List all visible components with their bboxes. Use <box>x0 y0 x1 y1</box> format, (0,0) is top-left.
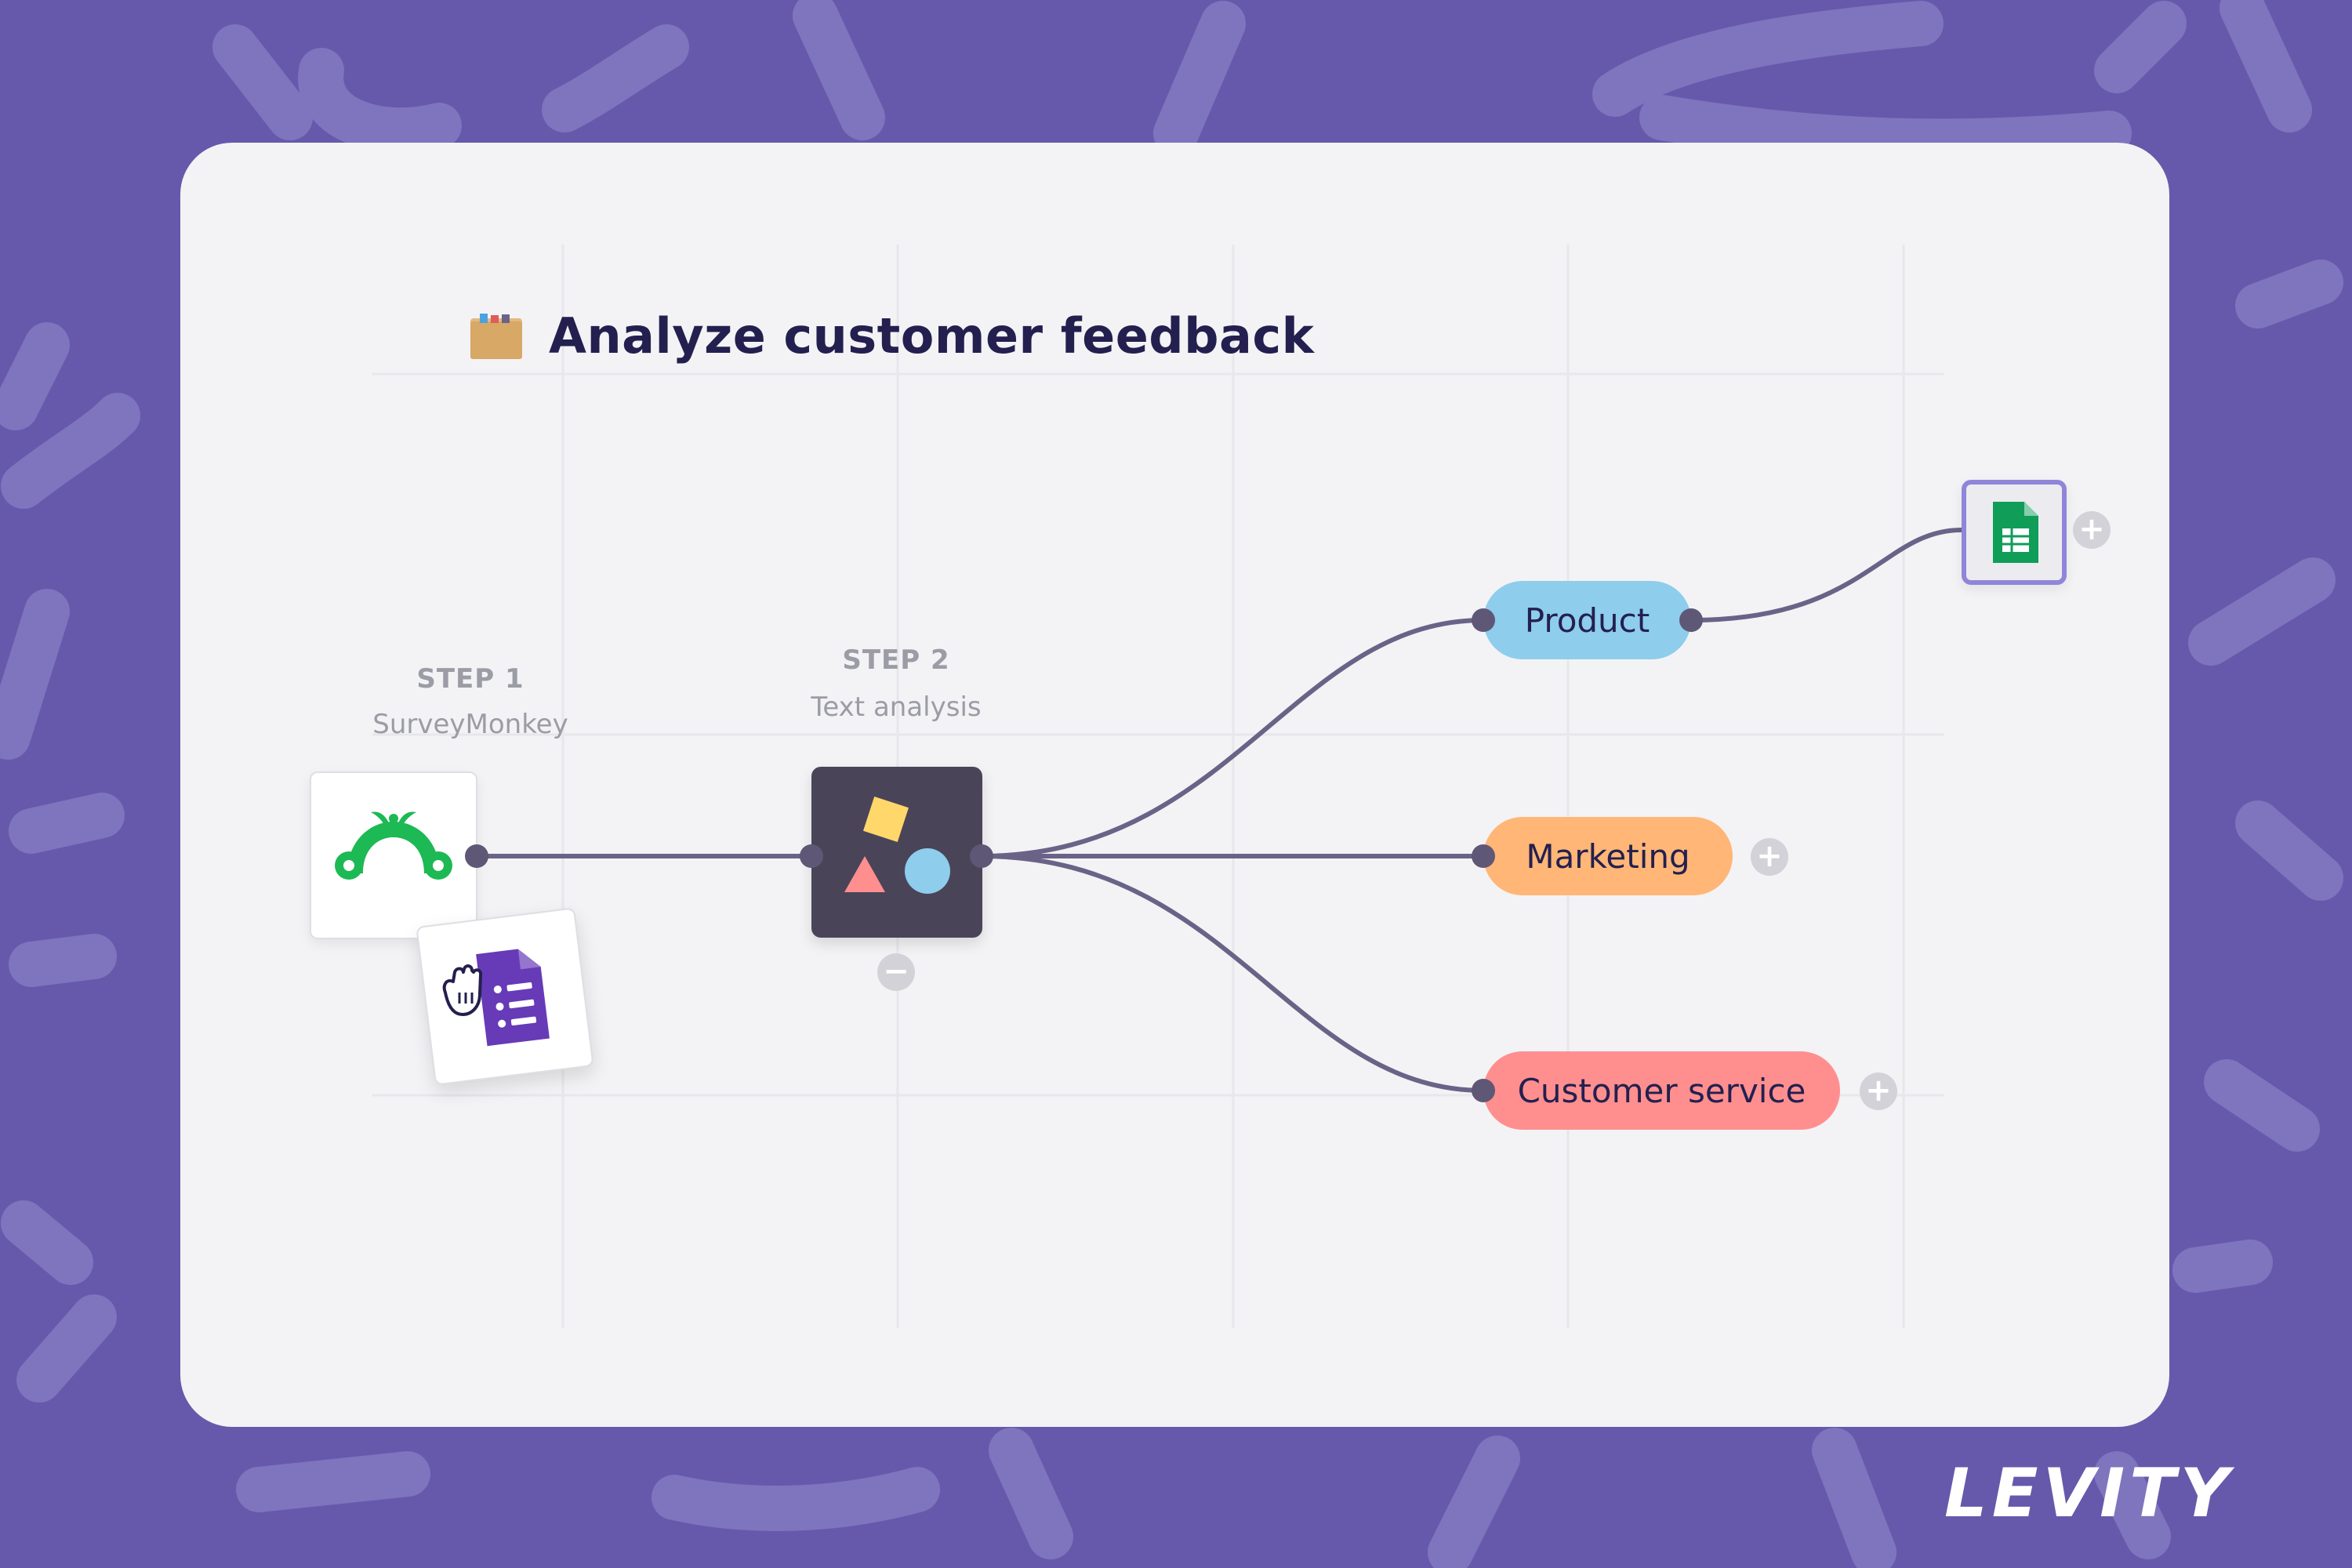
step-2-app-name: Text analysis <box>811 691 982 723</box>
workflow-canvas: Analyze customer feedback STEP 1 SurveyM… <box>180 143 2169 1427</box>
product-input-port[interactable] <box>1472 608 1495 632</box>
grab-hand-icon <box>431 961 494 1024</box>
step-2-node[interactable] <box>811 767 982 938</box>
marketing-add-button[interactable]: + <box>1751 838 1788 876</box>
workflow-title: Analyze customer feedback <box>470 307 1314 365</box>
category-product[interactable]: Product <box>1483 581 1691 659</box>
google-sheets-node[interactable] <box>1962 480 2067 585</box>
marketing-input-port[interactable] <box>1472 844 1495 868</box>
page-title: Analyze customer feedback <box>549 307 1315 365</box>
brand-logo: LEVITY <box>1944 1454 2234 1533</box>
product-output-port[interactable] <box>1679 608 1703 632</box>
surveymonkey-icon <box>335 811 452 880</box>
dragged-google-forms-node[interactable] <box>416 907 594 1086</box>
sheets-add-button[interactable]: + <box>2073 511 2111 549</box>
category-customer-service[interactable]: Customer service <box>1483 1051 1840 1130</box>
step-1-label: STEP 1 <box>416 663 524 695</box>
remove-step-button[interactable]: − <box>877 953 915 991</box>
customer-service-input-port[interactable] <box>1472 1079 1495 1102</box>
step-2-input-port[interactable] <box>800 844 823 868</box>
step-2-label: STEP 2 <box>842 644 950 676</box>
customer-service-add-button[interactable]: + <box>1860 1073 1897 1110</box>
connector-step2-customer-service <box>979 854 1486 1093</box>
step-1-output-port[interactable] <box>465 844 488 868</box>
step-1-node[interactable] <box>310 771 477 939</box>
connector-lines <box>474 528 1964 1093</box>
connector-step2-product <box>979 618 1486 858</box>
folder-icon <box>470 313 522 359</box>
google-forms-icon <box>476 949 550 1047</box>
category-marketing[interactable]: Marketing <box>1483 817 1733 895</box>
step-2-output-port[interactable] <box>970 844 993 868</box>
google-sheets-icon <box>1993 502 2038 563</box>
step-1-app-name: SurveyMonkey <box>372 709 568 740</box>
connector-product-sheets <box>1689 528 1964 622</box>
text-analysis-shapes-icon <box>844 797 950 894</box>
